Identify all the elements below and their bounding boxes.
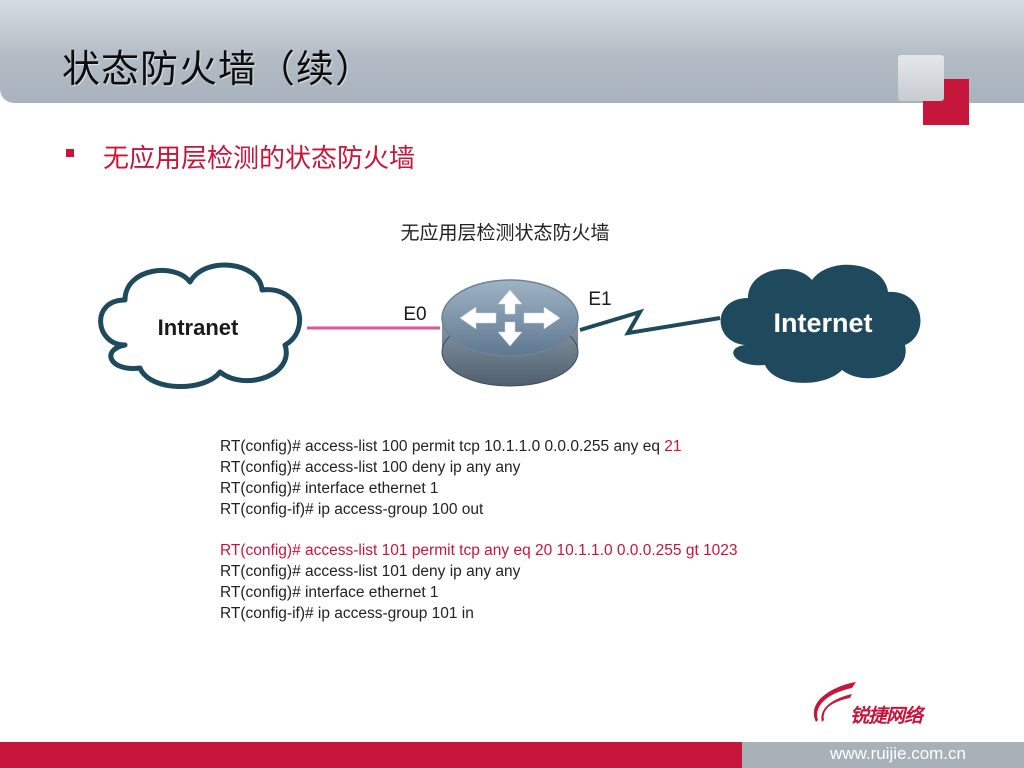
code-line: RT(config-if)# ip access-group 101 in (220, 605, 474, 622)
bullet-marker (66, 149, 74, 157)
slide-title: 状态防火墙（续） (62, 47, 375, 91)
decor-gray-square (898, 55, 944, 101)
router-icon (441, 279, 579, 387)
port-e0-label: E0 (403, 304, 426, 325)
intranet-label: Intranet (158, 315, 239, 340)
code-line: RT(config)# access-list 100 deny ip any … (220, 459, 521, 476)
code-line: RT(config)# interface ethernet 1 (220, 480, 439, 497)
diagram-caption: 无应用层检测状态防火墙 (400, 222, 609, 244)
code-line: RT(config-if)# ip access-group 100 out (220, 501, 484, 518)
internet-label: Internet (773, 308, 872, 338)
ruijie-logo (813, 682, 856, 722)
logo-text: 锐捷网络 (850, 705, 923, 727)
port-e1-label: E1 (588, 289, 611, 310)
footer-url: www.ruijie.com.cn (829, 744, 966, 763)
internet-link (579, 308, 721, 336)
code-line-highlight: RT(config)# access-list 101 permit tcp a… (220, 542, 738, 559)
bullet-text: 无应用层检测的状态防火墙 (103, 144, 416, 174)
code-line: RT(config)# access-list 100 permit tcp 1… (220, 438, 682, 455)
header-bar (0, 0, 1024, 103)
footer-gray-block (742, 742, 1024, 768)
code-line: RT(config)# access-list 101 deny ip any … (220, 563, 521, 580)
intranet-cloud: Intranet (98, 262, 303, 389)
code-line: RT(config)# interface ethernet 1 (220, 584, 439, 601)
internet-cloud: Internet (720, 264, 921, 383)
config-commands: RT(config)# access-list 100 permit tcp 1… (220, 436, 738, 624)
